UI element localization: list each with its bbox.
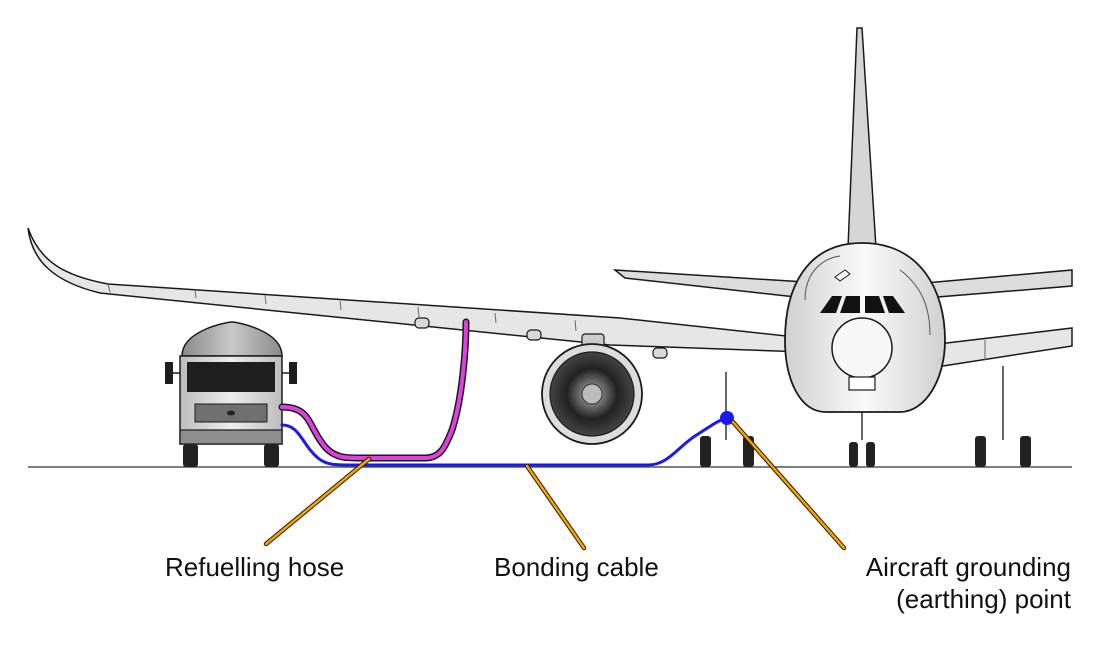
tail-fin: [847, 27, 877, 249]
right-wing: [929, 327, 1073, 369]
refuelling-hose-label: Refuelling hose: [165, 552, 345, 582]
right-stabilizer: [924, 269, 1073, 299]
jet-engine-icon: [541, 333, 643, 445]
landing-gear-struts: [725, 366, 1004, 440]
bonding-cable: [280, 416, 729, 467]
fuel-truck-icon: [165, 321, 297, 467]
leader-lines: [263, 419, 847, 551]
wing-panel-lines: [107, 283, 577, 332]
grounding-point: [720, 411, 734, 425]
refuelling-hose: [278, 318, 470, 462]
flap-fairings: [414, 317, 668, 359]
bonding-cable-label: Bonding cable: [494, 552, 659, 582]
aircraft-front-view-icon: [784, 242, 946, 413]
left-wing: [27, 227, 806, 353]
grounding-point-label-line2: (earthing) point: [896, 584, 1071, 614]
left-stabilizer: [612, 269, 806, 299]
grounding-point-label-line1: Aircraft grounding: [865, 552, 1071, 582]
grounding-point-label: Aircraft grounding (earthing) point: [866, 551, 1071, 615]
